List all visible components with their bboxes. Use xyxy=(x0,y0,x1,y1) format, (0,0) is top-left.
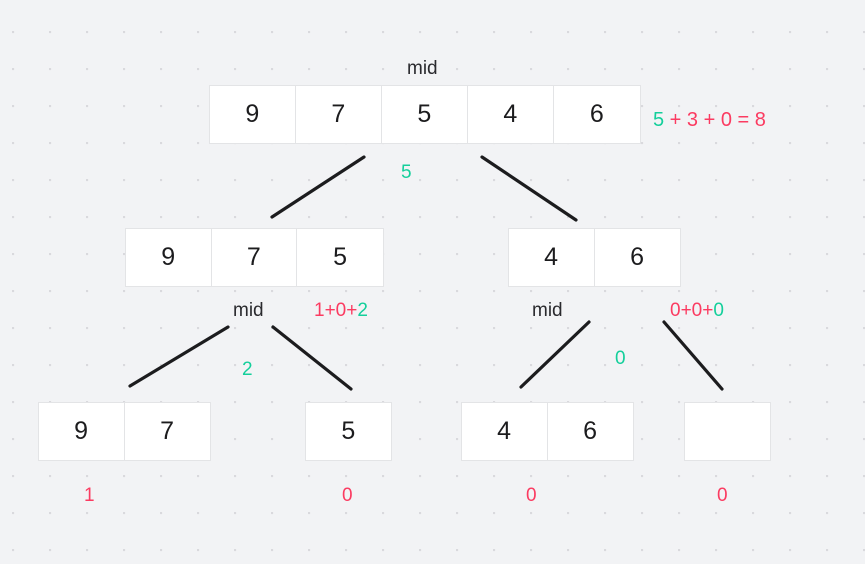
array-cell: 9 xyxy=(210,86,296,143)
equation-right: 0+0+0 xyxy=(670,301,724,320)
equation-right-part-pink: 0+0+ xyxy=(670,300,714,321)
array-cell: 6 xyxy=(554,86,640,143)
equation-left-part-green: 2 xyxy=(357,300,368,321)
array-cell: 4 xyxy=(509,229,595,286)
result-label-rr: 0 xyxy=(717,485,728,506)
array-cell: 7 xyxy=(296,86,382,143)
connector-root-right xyxy=(480,155,578,222)
array-leaf-ll: 9 7 xyxy=(38,402,211,461)
array-cell: 5 xyxy=(306,403,391,460)
array-cell: 9 xyxy=(39,403,125,460)
array-cell: 6 xyxy=(547,403,633,460)
equation-root: 5 + 3 + 0 = 8 xyxy=(653,110,766,130)
connector-root-left xyxy=(270,155,366,219)
result-label-lr: 0 xyxy=(342,485,353,506)
mid-label-right: mid xyxy=(532,300,563,321)
connector-left-lr xyxy=(271,325,353,391)
mid-label-root: mid xyxy=(407,58,438,79)
connector-right-rr xyxy=(662,320,724,391)
array-leaf-rl: 4 6 xyxy=(461,402,634,461)
mid-label-left: mid xyxy=(233,300,264,321)
array-cell: 4 xyxy=(468,86,554,143)
result-label-ll: 1 xyxy=(84,485,95,506)
array-cell: 4 xyxy=(462,403,548,460)
array-leaf-rr xyxy=(684,402,771,461)
connector-right-rl xyxy=(519,320,591,389)
array-cell: 5 xyxy=(382,86,468,143)
array-left: 9 7 5 xyxy=(125,228,384,287)
array-right: 4 6 xyxy=(508,228,681,287)
array-cell xyxy=(685,403,770,460)
array-cell: 5 xyxy=(297,229,383,286)
equation-root-part-green: 5 xyxy=(653,109,665,131)
equation-root-part-pink: + 3 + 0 = 8 xyxy=(664,109,766,131)
array-cell: 7 xyxy=(211,229,298,286)
array-root: 9 7 5 4 6 xyxy=(209,85,641,144)
result-label-rl: 0 xyxy=(526,485,537,506)
array-cell: 6 xyxy=(594,229,680,286)
equation-left: 1+0+2 xyxy=(314,301,368,320)
array-leaf-lr: 5 xyxy=(305,402,392,461)
array-cell: 9 xyxy=(126,229,212,286)
equation-right-part-green: 0 xyxy=(713,300,724,321)
equation-left-part-pink: 1+0+ xyxy=(314,300,358,321)
value-label-left: 2 xyxy=(242,359,253,380)
connector-left-ll xyxy=(128,325,230,388)
value-label-root: 5 xyxy=(401,162,412,183)
value-label-right: 0 xyxy=(615,348,626,369)
array-cell: 7 xyxy=(124,403,210,460)
